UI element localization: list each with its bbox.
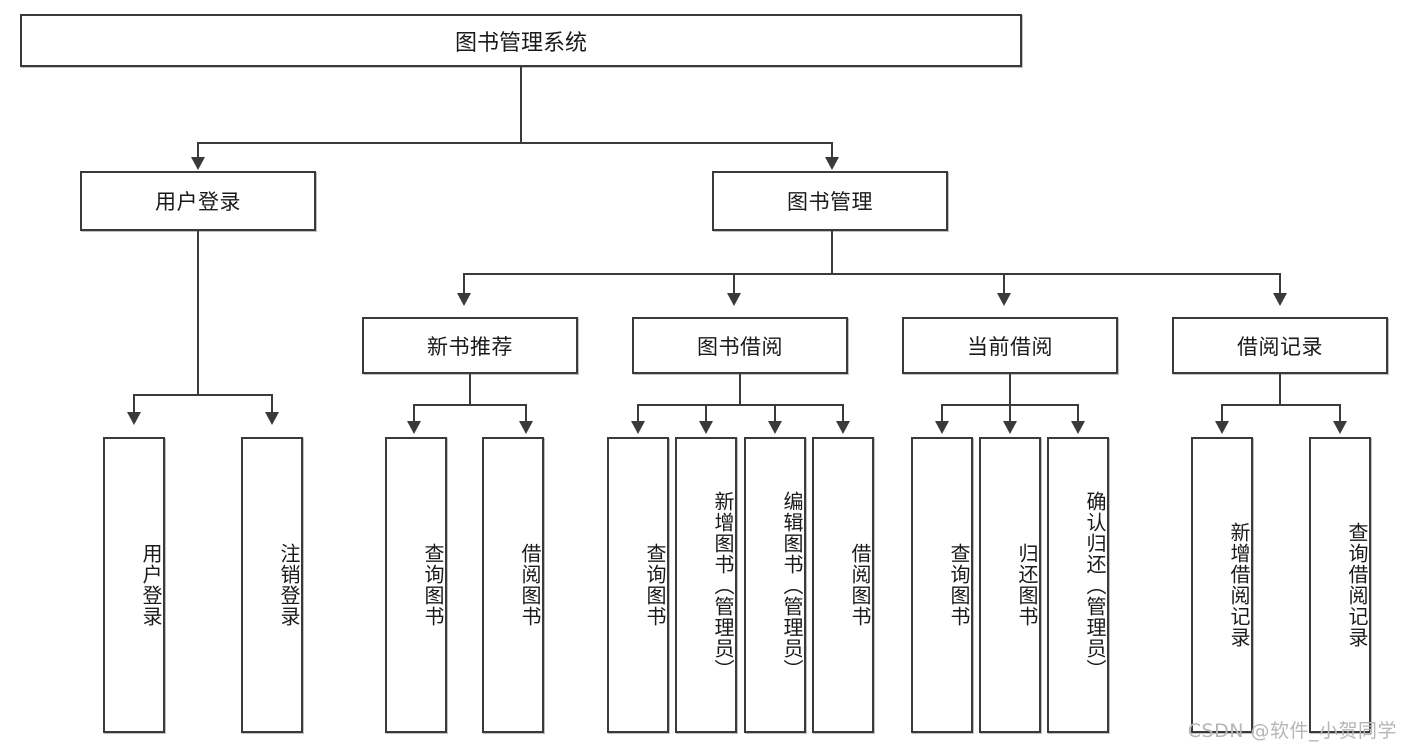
node-label: 新增图书（管理员） xyxy=(711,490,735,680)
node-root-system: 图书管理系统 xyxy=(20,14,1022,67)
edge-new-book-stem xyxy=(469,374,471,406)
arrow-user-login-leaf-1 xyxy=(265,412,279,425)
edge-current-borrow-leaf-0 xyxy=(941,404,943,422)
edge-root-stem xyxy=(520,67,522,143)
arrow-borrow-record-leaf-0 xyxy=(1215,421,1229,434)
node-label: 查询图书 xyxy=(643,543,667,627)
edge-current-borrow-stem xyxy=(1009,374,1011,406)
node-label: 图书管理 xyxy=(787,190,873,214)
arrow-to-current-borrow xyxy=(997,293,1011,306)
watermark-text: CSDN @软件_小贺同学 xyxy=(1187,720,1397,742)
arrow-to-book-borrow xyxy=(727,293,741,306)
arrow-root-to-book-manage xyxy=(825,157,839,170)
edge-user-login-to-leaf-0 xyxy=(133,394,135,414)
leaf-new-book-query: 查询图书 xyxy=(385,437,447,733)
leaf-book-borrow-query: 查询图书 xyxy=(607,437,669,733)
leaf-user-login-login: 用户登录 xyxy=(103,437,165,733)
leaf-current-borrow-query: 查询图书 xyxy=(911,437,973,733)
edge-user-login-stem xyxy=(197,231,199,396)
node-label: 图书借阅 xyxy=(697,334,783,359)
edge-book-borrow-leaf-1 xyxy=(705,404,707,422)
node-label: 新书推荐 xyxy=(427,334,513,359)
node-book-borrow: 图书借阅 xyxy=(632,317,848,374)
node-user-login: 用户登录 xyxy=(80,171,316,231)
edge-book-manage-stem xyxy=(831,231,833,275)
node-label: 借阅图书 xyxy=(518,543,542,627)
edge-borrow-record-leaf-1 xyxy=(1339,404,1341,422)
edge-book-borrow-leaf-2 xyxy=(774,404,776,422)
node-book-manage: 图书管理 xyxy=(712,171,948,231)
edge-book-borrow-leaf-3 xyxy=(842,404,844,422)
node-label: 用户登录 xyxy=(155,190,241,214)
leaf-book-borrow-add: 新增图书（管理员） xyxy=(675,437,737,733)
node-label: 查询借阅记录 xyxy=(1345,522,1369,648)
node-label: 注销登录 xyxy=(277,543,301,627)
edge-root-bus xyxy=(197,142,833,144)
leaf-current-borrow-confirm: 确认归还（管理员） xyxy=(1047,437,1109,733)
arrow-current-borrow-leaf-1 xyxy=(1003,421,1017,434)
leaf-new-book-borrow: 借阅图书 xyxy=(482,437,544,733)
edge-new-book-leaf-1 xyxy=(525,404,527,422)
node-label: 当前借阅 xyxy=(967,334,1053,359)
arrow-current-borrow-leaf-2 xyxy=(1071,421,1085,434)
node-label: 图书管理系统 xyxy=(454,30,587,56)
edge-to-book-borrow xyxy=(733,273,735,295)
leaf-borrow-record-query: 查询借阅记录 xyxy=(1309,437,1371,733)
arrow-book-borrow-leaf-2 xyxy=(768,421,782,434)
arrow-root-to-user-login xyxy=(191,157,205,170)
arrow-book-borrow-leaf-0 xyxy=(631,421,645,434)
arrow-borrow-record-leaf-1 xyxy=(1333,421,1347,434)
edge-to-borrow-record xyxy=(1279,273,1281,295)
leaf-borrow-record-add: 新增借阅记录 xyxy=(1191,437,1253,733)
arrow-new-book-leaf-0 xyxy=(407,421,421,434)
edge-borrow-record-leaf-0 xyxy=(1221,404,1223,422)
leaf-book-borrow-borrow: 借阅图书 xyxy=(812,437,874,733)
node-label: 查询图书 xyxy=(421,543,445,627)
arrow-book-borrow-leaf-3 xyxy=(836,421,850,434)
node-label: 编辑图书（管理员） xyxy=(780,490,804,680)
node-label: 借阅图书 xyxy=(848,543,872,627)
node-current-borrow: 当前借阅 xyxy=(902,317,1118,374)
arrow-new-book-leaf-1 xyxy=(519,421,533,434)
node-label: 查询图书 xyxy=(947,543,971,627)
arrow-to-borrow-record xyxy=(1273,293,1287,306)
arrow-user-login-leaf-0 xyxy=(127,412,141,425)
edge-to-current-borrow xyxy=(1003,273,1005,295)
node-label: 用户登录 xyxy=(139,543,163,627)
node-label: 新增借阅记录 xyxy=(1227,522,1251,648)
edge-book-borrow-stem xyxy=(739,374,741,406)
edge-book-borrow-leaf-0 xyxy=(637,404,639,422)
edge-book-borrow-bus xyxy=(637,404,843,406)
edge-user-login-bus xyxy=(133,394,273,396)
edge-new-book-leaf-0 xyxy=(413,404,415,422)
edge-user-login-to-leaf-1 xyxy=(271,394,273,414)
edge-new-book-bus xyxy=(413,404,527,406)
arrow-to-new-book-recommend xyxy=(457,293,471,306)
edge-borrow-record-bus xyxy=(1221,404,1339,406)
edge-level3-bus xyxy=(463,273,1280,275)
edge-current-borrow-leaf-1 xyxy=(1009,404,1011,422)
edge-root-to-book-manage xyxy=(831,142,833,159)
leaf-current-borrow-return: 归还图书 xyxy=(979,437,1041,733)
node-borrow-record: 借阅记录 xyxy=(1172,317,1388,374)
arrow-book-borrow-leaf-1 xyxy=(699,421,713,434)
edge-root-to-user-login xyxy=(197,142,199,159)
leaf-user-login-logout: 注销登录 xyxy=(241,437,303,733)
arrow-current-borrow-leaf-0 xyxy=(935,421,949,434)
edge-current-borrow-leaf-2 xyxy=(1077,404,1079,422)
edge-borrow-record-stem xyxy=(1279,374,1281,406)
node-label: 借阅记录 xyxy=(1237,334,1323,359)
leaf-book-borrow-edit: 编辑图书（管理员） xyxy=(744,437,806,733)
edge-to-new-book-recommend xyxy=(463,273,465,295)
node-new-book-recommend: 新书推荐 xyxy=(362,317,578,374)
node-label: 确认归还（管理员） xyxy=(1083,490,1107,680)
node-label: 归还图书 xyxy=(1015,543,1039,627)
